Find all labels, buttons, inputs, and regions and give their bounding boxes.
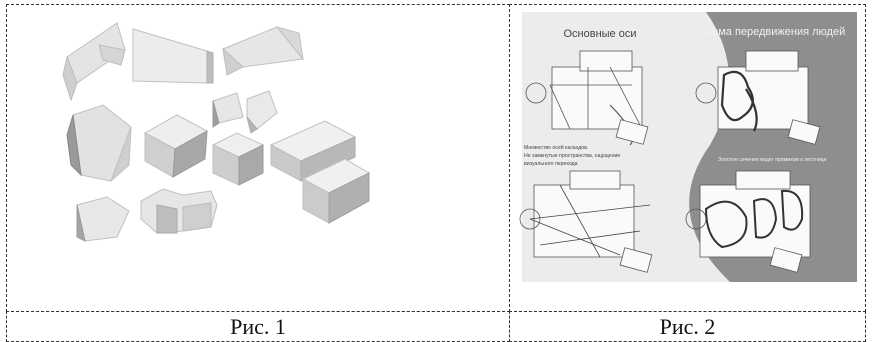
- fig2-note-right: Золотое сечение ведет прямиком к лестниц…: [718, 157, 827, 163]
- plan-top-right: [695, 50, 821, 145]
- figure-2-cell: Основные оси Схема передвижения людей: [509, 4, 866, 312]
- fig2-note-left-2: Не замкнутые пространства, ощущение: [524, 153, 620, 159]
- block-bottom-left: [76, 196, 130, 242]
- figure-1-cell: [6, 4, 510, 312]
- figure-table: Основные оси Схема передвижения людей: [6, 4, 866, 342]
- block-slab: [132, 28, 214, 84]
- block-curved: [246, 90, 278, 134]
- fig2-title-left: Основные оси: [563, 28, 636, 40]
- plan-bottom-right: [685, 170, 811, 273]
- block-small-cube: [212, 92, 244, 128]
- block-big: [301, 158, 371, 224]
- block-left-tall: [66, 104, 132, 182]
- block-middle: [143, 114, 209, 178]
- plan-bottom-left: [519, 170, 653, 273]
- caption-fig2: Рис. 2: [509, 311, 866, 342]
- block-ribbon: [62, 22, 126, 102]
- plan-top-left: [525, 50, 649, 146]
- block-long: [269, 120, 357, 182]
- fig2-note-left-3: визуального перехода: [524, 161, 578, 167]
- block-cross: [140, 188, 218, 234]
- block-pyramid: [222, 26, 304, 76]
- fig2-note-left-1: Множество осей каскадов.: [524, 144, 588, 151]
- block-cube: [211, 132, 265, 186]
- figure-2-schemes: Основные оси Схема передвижения людей: [519, 12, 857, 282]
- fig2-title-right: Схема передвижения людей: [699, 26, 845, 38]
- figure-1-blocks: [62, 22, 371, 242]
- caption-fig1: Рис. 1: [6, 311, 510, 342]
